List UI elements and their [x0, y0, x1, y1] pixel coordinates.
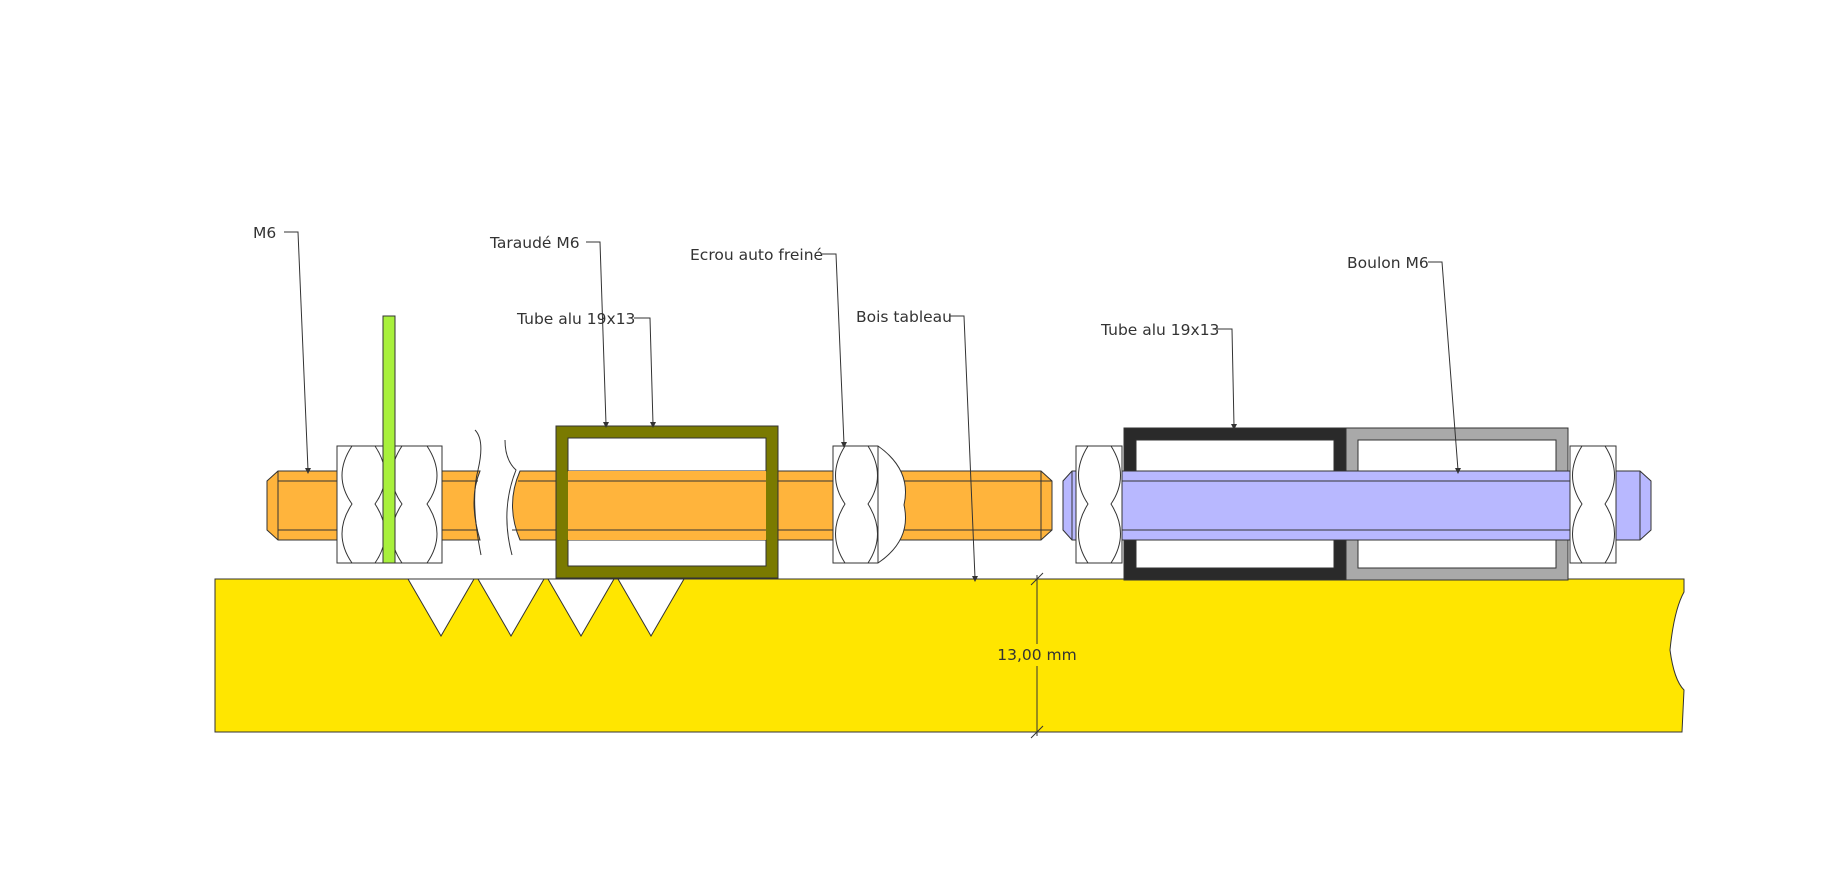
label-boulon: Boulon M6 — [1347, 254, 1429, 272]
tooth — [547, 578, 615, 637]
leader-arrowheads — [305, 422, 1461, 582]
dimension-13mm: 13,00 mm — [997, 572, 1077, 739]
label-tube-left: Tube alu 19x13 — [516, 310, 635, 328]
break-mark — [504, 439, 517, 556]
right-nut-left — [1075, 445, 1123, 564]
label-m6: M6 — [253, 224, 276, 242]
bolt-shaft — [1121, 470, 1571, 541]
leader-lines — [284, 231, 1459, 579]
tooth — [477, 578, 545, 637]
label-tube-right: Tube alu 19x13 — [1100, 321, 1219, 339]
right-nut-right — [1569, 445, 1617, 564]
break-mark — [474, 429, 482, 556]
green-pin — [382, 315, 396, 564]
left-tube — [555, 425, 779, 579]
board-teeth — [407, 578, 685, 637]
tooth — [407, 578, 475, 637]
dimension-label: 13,00 mm — [997, 646, 1077, 664]
label-ecrou: Ecrou auto freiné — [690, 246, 823, 264]
label-taraude: Taraudé M6 — [489, 234, 580, 252]
label-bois: Bois tableau — [856, 308, 952, 326]
self-locking-nut — [832, 445, 906, 564]
tooth — [617, 578, 685, 637]
